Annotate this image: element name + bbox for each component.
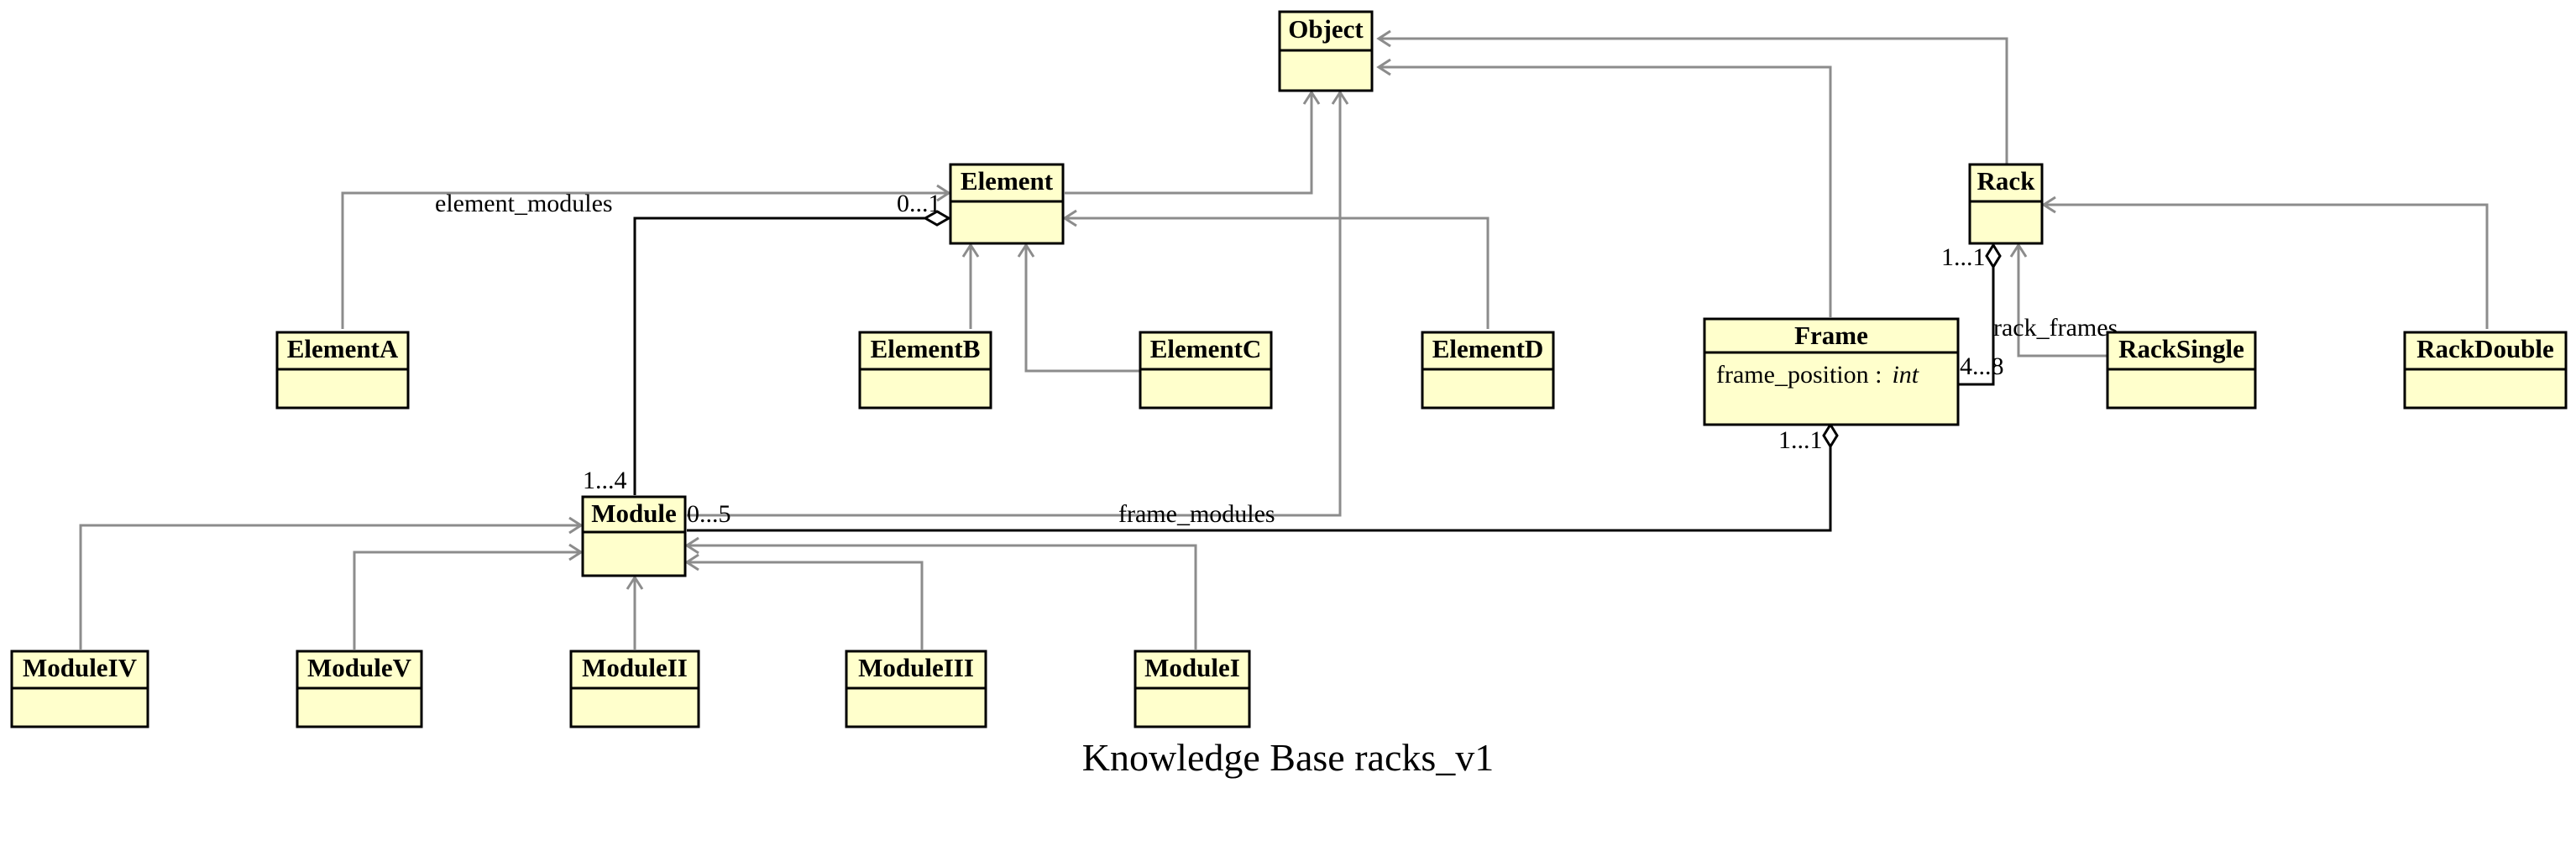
- attribute-name: frame_position :: [1716, 361, 1882, 389]
- inheritance-lines: [79, 29, 2489, 650]
- arrowhead-elementb-element: [961, 243, 980, 258]
- arrowhead-element-object: [1302, 90, 1321, 105]
- class-rack-double: RackDouble: [2403, 331, 2568, 410]
- frame-position-attribute: frame_position : int: [1716, 361, 1919, 389]
- class-module-iii: ModuleIII: [845, 650, 987, 728]
- edge-module-to-object: [687, 92, 1342, 517]
- multiplicity-element-side: 0...1: [897, 190, 941, 217]
- class-element-c: ElementC: [1139, 331, 1273, 410]
- class-element: Element: [949, 163, 1065, 245]
- class-name: Object: [1288, 14, 1364, 44]
- edge-rack-frames: [1958, 267, 1995, 386]
- edge-frame-to-object: [1379, 65, 1832, 317]
- class-frame: Frame frame_position : int: [1703, 317, 1960, 426]
- attribute-type: int: [1892, 361, 1919, 389]
- arrowhead-rackdouble-rack: [2041, 196, 2056, 214]
- multiplicity-module-side-frame: 0...5: [687, 500, 731, 528]
- multiplicity-frame-side-rack: 4...8: [1960, 352, 2004, 380]
- aggregation-diamond-rack: [1985, 243, 2002, 269]
- class-name: ElementC: [1150, 334, 1262, 363]
- edge-moduleiii-to-module: [687, 561, 924, 650]
- class-module-v: ModuleV: [296, 650, 423, 728]
- edge-modulei-to-module: [687, 544, 1197, 650]
- class-name: ModuleIII: [858, 653, 974, 682]
- arrowhead-elementc-element: [1017, 243, 1035, 258]
- arrowhead-moduleii-module: [626, 575, 644, 590]
- class-name: Rack: [1977, 166, 2036, 196]
- class-name: RackSingle: [2118, 334, 2244, 363]
- class-object: Object: [1278, 10, 1374, 92]
- edge-elementd-to-element: [1065, 217, 1490, 329]
- class-module-iv: ModuleIV: [10, 650, 149, 728]
- arrowhead-moduleiv-module: [568, 516, 584, 535]
- edge-modulev-to-module: [353, 551, 581, 650]
- arrowhead-rack-object: [1376, 29, 1391, 48]
- edge-elementc-to-element: [1024, 245, 1140, 373]
- assoc-name-element-modules: element_modules: [435, 190, 613, 217]
- arrowhead-elementa-element: [936, 184, 951, 202]
- edge-rackdouble-to-rack: [2044, 203, 2489, 329]
- class-name: RackDouble: [2416, 334, 2554, 363]
- class-module-ii: ModuleII: [569, 650, 700, 728]
- class-name: ModuleI: [1144, 653, 1240, 682]
- class-name: ModuleV: [307, 653, 412, 682]
- multiplicity-module-side-element: 1...4: [583, 467, 627, 494]
- class-name: Module: [591, 498, 677, 528]
- class-name: ElementB: [871, 334, 981, 363]
- edge-frame-modules: [687, 446, 1832, 532]
- class-name: ElementD: [1432, 334, 1544, 363]
- class-module: Module: [581, 495, 687, 577]
- association-labels: element_modules 0...1 1...4 0...5 frame_…: [435, 190, 2118, 528]
- class-rack-single: RackSingle: [2106, 331, 2257, 410]
- class-rack: Rack: [1968, 163, 2044, 245]
- aggregation-diamond-frame: [1822, 422, 1839, 449]
- edge-element-modules: [633, 217, 915, 495]
- diagram-title: Knowledge Base racks_v1: [1082, 736, 1495, 779]
- edge-moduleiv-to-module: [79, 524, 581, 650]
- arrowhead-frame-object: [1376, 58, 1391, 76]
- class-name: Frame: [1794, 321, 1868, 350]
- edge-rack-to-object: [1379, 37, 2008, 166]
- arrowhead-moduleiii-module: [684, 553, 699, 572]
- class-module-i: ModuleI: [1134, 650, 1251, 728]
- class-name: ModuleIV: [23, 653, 138, 682]
- multiplicity-rack-side: 1...1: [1941, 243, 1986, 271]
- class-element-b: ElementB: [858, 331, 992, 410]
- arrowhead-racksingle-rack: [2009, 243, 2028, 258]
- arrowhead-elementd-element: [1062, 209, 1077, 227]
- association-lines: [633, 90, 2002, 532]
- edge-elementa-to-element: [341, 191, 949, 329]
- arrowhead-module-object: [1331, 90, 1349, 105]
- assoc-name-rack-frames: rack_frames: [1993, 314, 2118, 342]
- edge-element-to-object: [1065, 92, 1313, 195]
- assoc-name-frame-modules: frame_modules: [1118, 500, 1275, 528]
- arrowhead-modulei-module: [684, 536, 699, 555]
- multiplicity-frame-side: 1...1: [1778, 426, 1823, 454]
- class-name: ElementA: [287, 334, 399, 363]
- class-name: ModuleII: [582, 653, 688, 682]
- class-name: Element: [961, 166, 1054, 196]
- arrowhead-modulev-module: [568, 543, 584, 561]
- class-element-a: ElementA: [275, 331, 410, 410]
- class-element-d: ElementD: [1421, 331, 1555, 410]
- edge-racksingle-to-rack: [2017, 245, 2107, 358]
